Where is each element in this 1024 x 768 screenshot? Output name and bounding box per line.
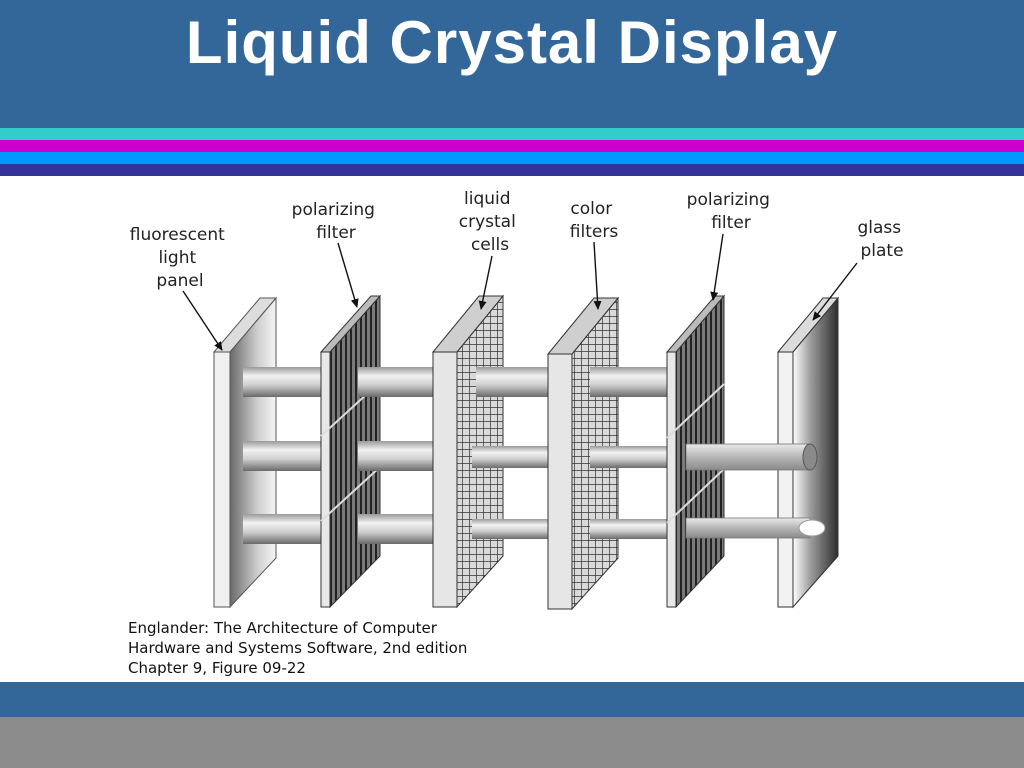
label-line: polarizing <box>292 200 375 220</box>
label-line: liquid <box>464 189 511 209</box>
light-beams-filters-to-polarizer <box>590 367 668 539</box>
light-beams-polarizer-to-cells <box>358 367 436 544</box>
arrow-polarizing-filter-2 <box>710 233 724 301</box>
lcd-diagram: fluorescent light panel polarizing filte… <box>130 189 906 611</box>
label-line: glass <box>857 218 901 238</box>
label-line: polarizing <box>687 190 770 210</box>
slide-title: Liquid Crystal Display <box>185 9 839 76</box>
caption-line: Chapter 9, Figure 09-22 <box>128 659 306 677</box>
label-polarizing-filter-2: polarizing filter <box>687 190 776 233</box>
arrow-light-panel <box>182 290 223 351</box>
stripe-cyan <box>0 128 1024 140</box>
label-line: cells <box>471 235 509 255</box>
label-line: filters <box>570 222 619 242</box>
label-line: plate <box>860 241 903 261</box>
lcd-figure: fluorescent light panel polarizing filte… <box>0 176 1024 682</box>
stripe-navy <box>0 164 1024 176</box>
figure-caption: Englander: The Architecture of Computer … <box>128 618 467 678</box>
arrow-liquid-crystal-cells <box>478 255 493 310</box>
label-line: color <box>570 199 612 219</box>
light-beams-cells-to-filters <box>472 367 550 539</box>
transmitted-beams <box>685 443 826 539</box>
stripe-blue <box>0 152 1024 164</box>
label-line: fluorescent <box>130 225 225 245</box>
arrow-color-filters <box>593 241 602 310</box>
stripe-magenta <box>0 140 1024 152</box>
label-line: crystal <box>459 212 516 232</box>
title-band: Liquid Crystal Display <box>0 0 1024 128</box>
label-liquid-crystal-cells: liquid crystal cells <box>459 189 521 255</box>
caption-line: Hardware and Systems Software, 2nd editi… <box>128 639 468 657</box>
arrow-polarizing-filter-1 <box>337 242 359 308</box>
footer-band <box>0 682 1024 717</box>
label-glass-plate: glass plate <box>857 218 906 261</box>
label-color-filters: color filters <box>570 199 619 242</box>
label-line: panel <box>156 271 203 291</box>
label-light-panel: fluorescent light panel <box>130 225 230 291</box>
label-line: filter <box>316 223 356 243</box>
footer-gray-band <box>0 717 1024 768</box>
label-line: filter <box>711 213 751 233</box>
label-line: light <box>158 248 196 268</box>
light-beams-panel-to-polarizer <box>243 367 323 544</box>
leader-arrows <box>182 233 858 351</box>
arrow-glass-plate <box>812 262 858 321</box>
caption-line: Englander: The Architecture of Computer <box>128 619 437 637</box>
label-polarizing-filter-1: polarizing filter <box>292 200 381 243</box>
